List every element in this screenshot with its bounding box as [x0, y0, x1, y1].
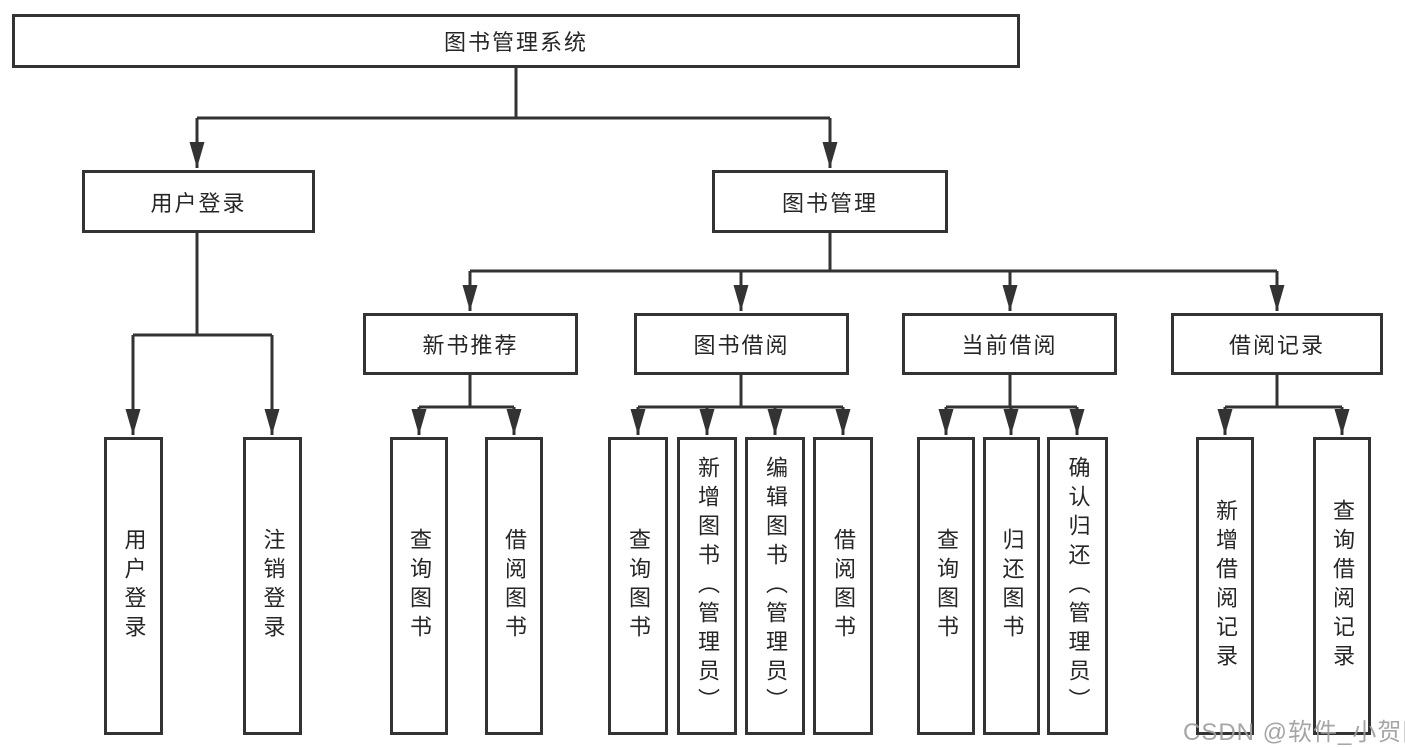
leaf-logout-label: 注销登录	[260, 528, 286, 644]
leaf-borrowing-query-books: 查询图书	[608, 437, 668, 735]
node-book-borrowing-label: 图书借阅	[693, 333, 790, 358]
connector-book-borrowing-branch	[630, 375, 851, 435]
node-book-management: 图书管理	[712, 170, 948, 233]
leaf-records-add-record-label: 新增借阅记录	[1213, 499, 1238, 673]
leaf-logout: 注销登录	[243, 437, 302, 735]
leaf-current-confirm-return-admin: 确认归还（管理员）	[1047, 437, 1108, 735]
leaf-current-confirm-return-admin-label: 确认归还（管理员）	[1065, 455, 1091, 717]
node-user-login: 用户登录	[82, 170, 315, 233]
leaf-borrowing-edit-books-admin: 编辑图书（管理员）	[745, 437, 805, 735]
csdn-watermark: CSDN @软件_小贺同学	[1183, 719, 1405, 746]
node-current-borrowing: 当前借阅	[902, 313, 1117, 375]
leaf-borrowing-add-books-admin-label: 新增图书（管理员）	[695, 455, 720, 717]
node-book-management-label: 图书管理	[781, 190, 878, 216]
leaf-current-return-books-label: 归还图书	[999, 528, 1025, 644]
node-new-book-recommend: 新书推荐	[363, 313, 578, 375]
node-borrowing-records: 借阅记录	[1171, 313, 1383, 375]
connector-root-to-level2	[189, 68, 838, 168]
node-root: 图书管理系统	[12, 14, 1020, 68]
leaf-recommend-borrow-books: 借阅图书	[485, 437, 543, 735]
leaf-records-add-record: 新增借阅记录	[1196, 437, 1254, 735]
leaf-records-query-record-label: 查询借阅记录	[1330, 499, 1355, 673]
leaf-recommend-query-books: 查询图书	[390, 437, 448, 735]
node-current-borrowing-label: 当前借阅	[961, 333, 1058, 358]
leaf-recommend-borrow-books-label: 借阅图书	[502, 528, 527, 644]
node-book-borrowing: 图书借阅	[634, 313, 849, 375]
leaf-borrowing-edit-books-admin-label: 编辑图书（管理员）	[763, 455, 788, 717]
leaf-borrowing-query-books-label: 查询图书	[626, 528, 651, 644]
node-user-login-label: 用户登录	[150, 190, 247, 216]
connector-current-borrowing-branch	[938, 375, 1085, 435]
node-borrowing-records-label: 借阅记录	[1228, 333, 1325, 358]
leaf-recommend-query-books-label: 查询图书	[407, 528, 432, 644]
connector-new-book-recommend-branch	[411, 375, 522, 435]
leaf-borrowing-borrow-books-label: 借阅图书	[831, 528, 856, 644]
leaf-current-return-books: 归还图书	[983, 437, 1040, 735]
leaf-current-query-books: 查询图书	[917, 437, 975, 735]
leaf-borrowing-add-books-admin: 新增图书（管理员）	[677, 437, 737, 735]
connector-book-management-branch	[462, 233, 1285, 311]
leaf-current-query-books-label: 查询图书	[934, 528, 959, 644]
leaf-user-login: 用户登录	[104, 437, 163, 735]
connector-borrowing-records-branch	[1217, 375, 1350, 435]
leaf-records-query-record: 查询借阅记录	[1313, 437, 1371, 735]
connector-user-login-branch	[125, 233, 280, 435]
node-root-label: 图书管理系统	[443, 30, 588, 55]
leaf-borrowing-borrow-books: 借阅图书	[813, 437, 873, 735]
leaf-user-login-label: 用户登录	[121, 528, 147, 644]
node-new-book-recommend-label: 新书推荐	[422, 333, 519, 358]
